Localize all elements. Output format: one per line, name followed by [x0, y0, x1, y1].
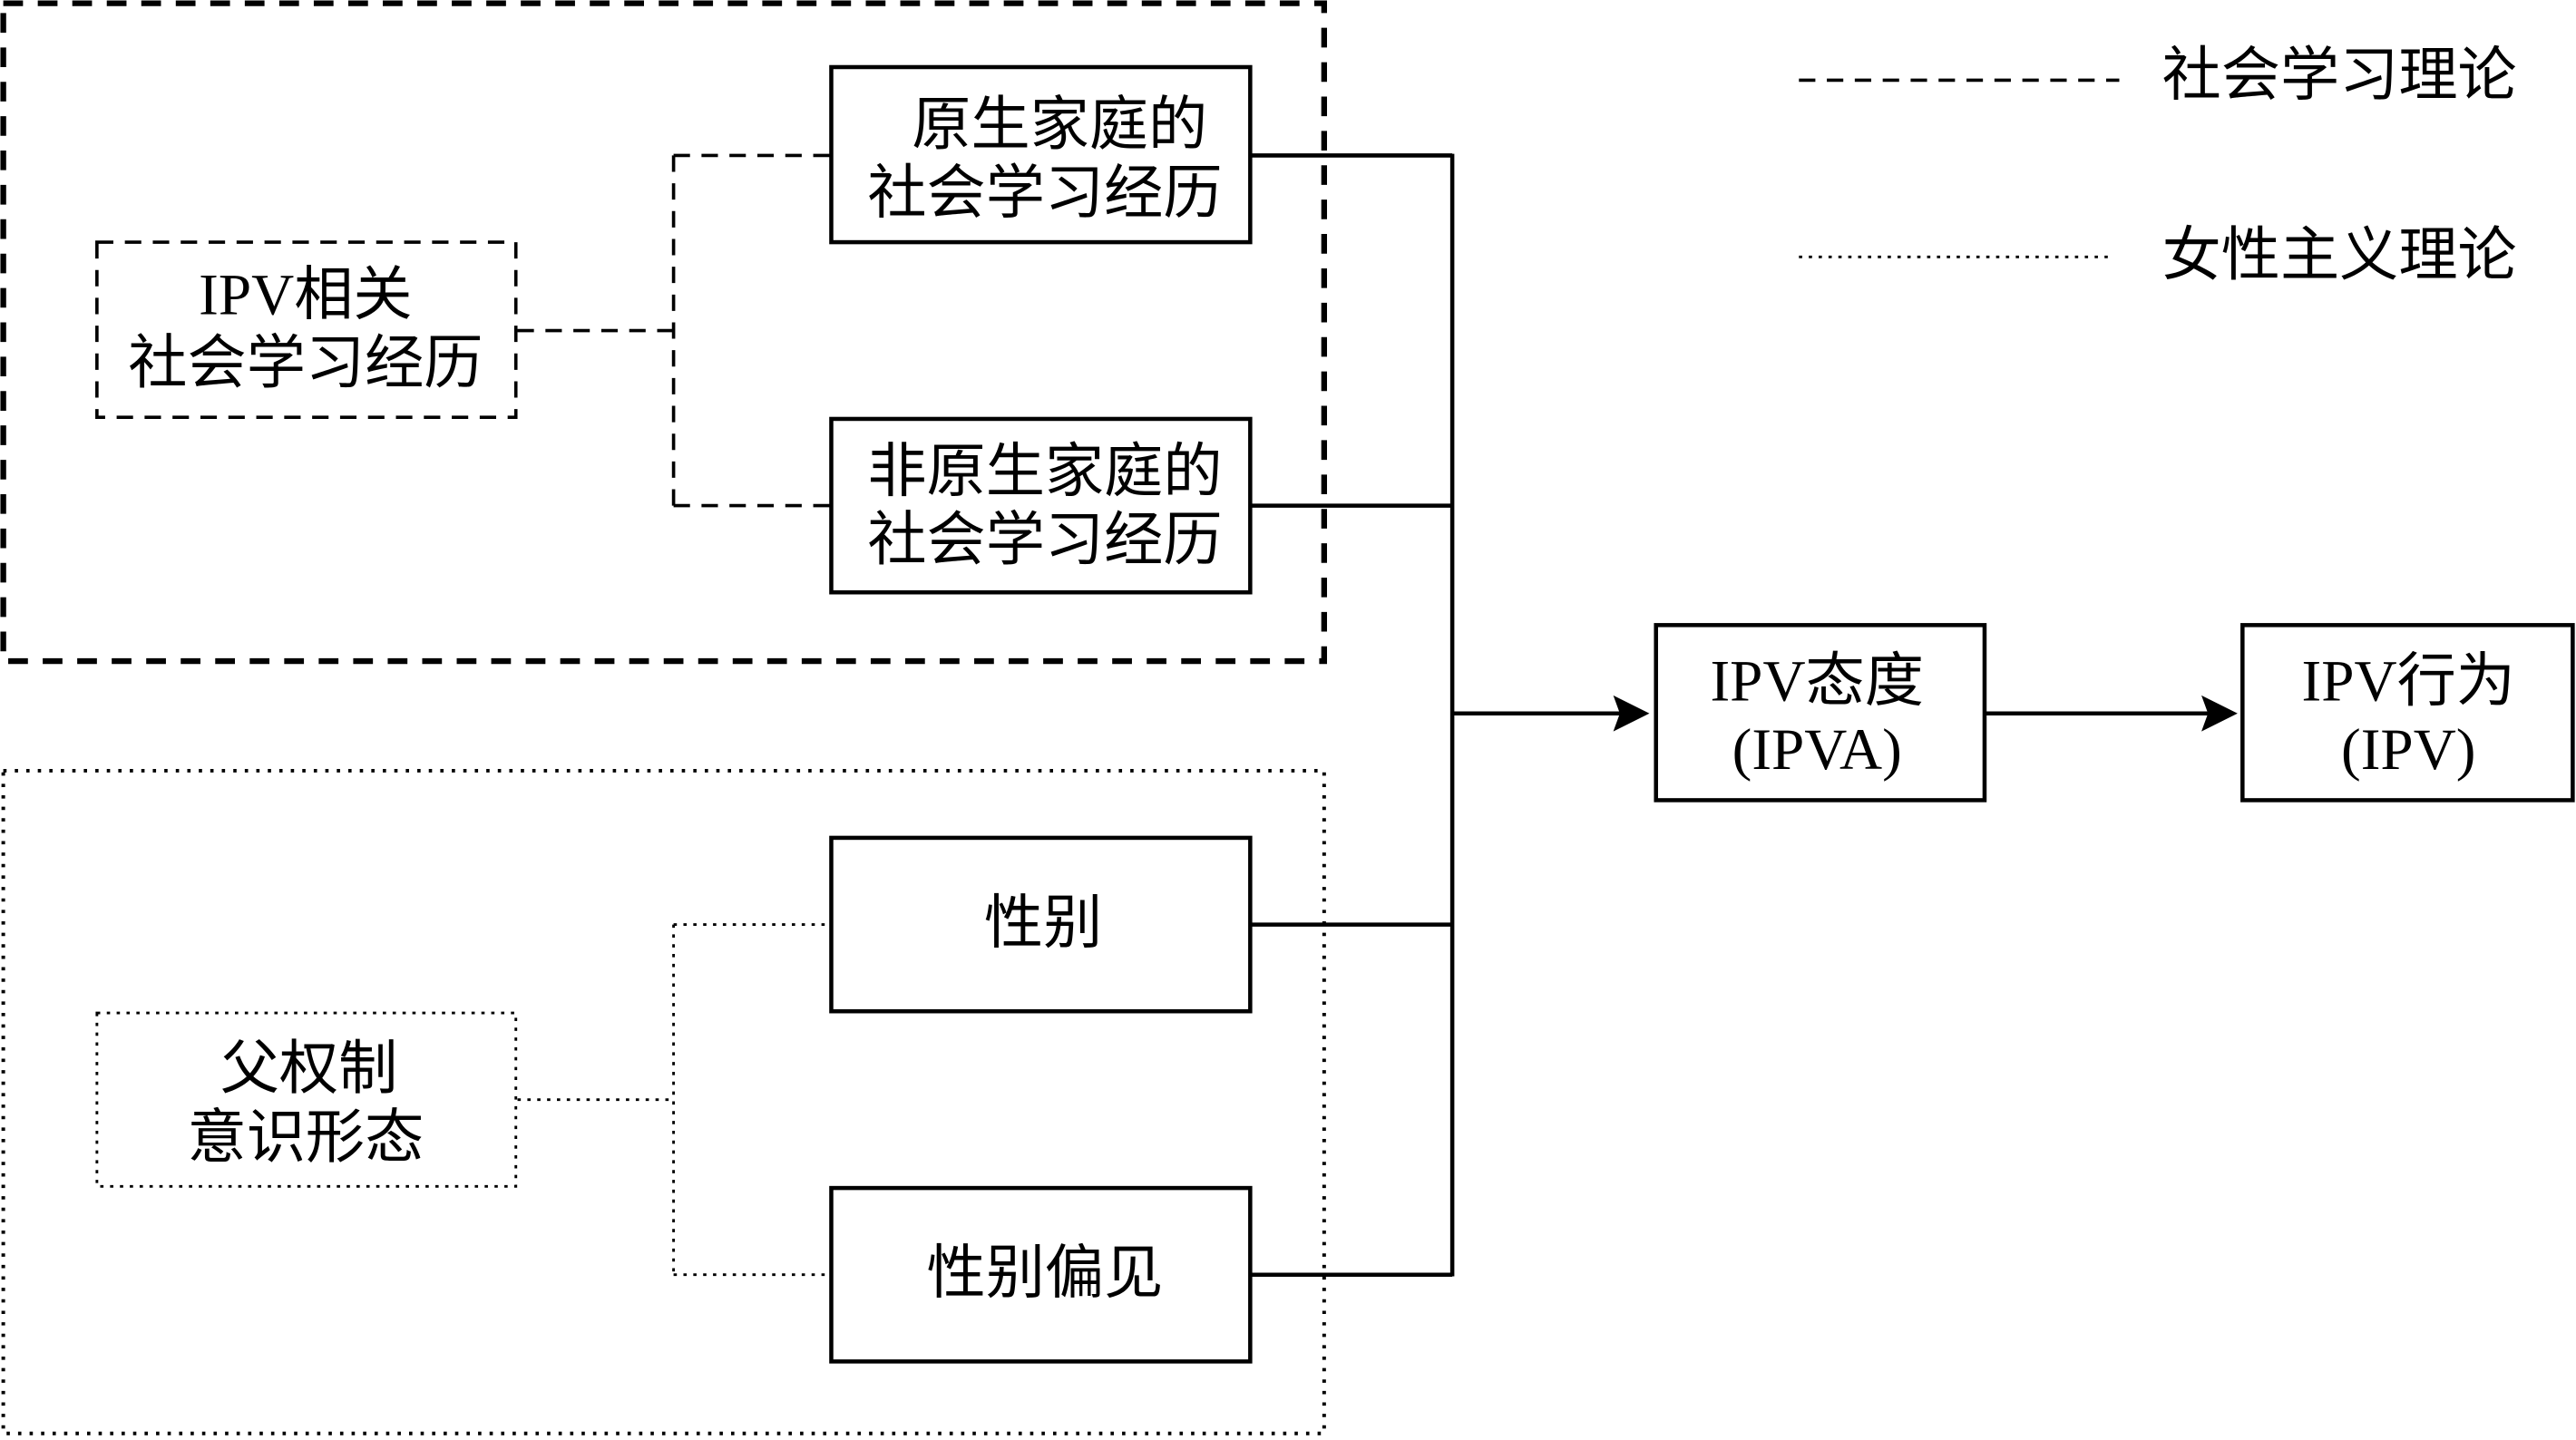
gender-bias-box — [829, 1185, 1253, 1364]
gender-label: 性别 — [984, 891, 1102, 957]
legend-social-learning: 社会学习理论 — [2162, 44, 2517, 109]
ipva-line1: IPV态度 — [1710, 648, 1923, 714]
ipv-line1: IPV行为 — [2302, 648, 2515, 714]
ipv-social-line2: 社会学习经历 — [128, 331, 483, 396]
family-origin-line2: 社会学习经历 — [867, 161, 1222, 227]
non-family-line2: 社会学习经历 — [867, 508, 1222, 573]
non-family-box — [829, 416, 1253, 595]
arrowhead-icon — [2201, 695, 2238, 732]
family-origin-line1: 原生家庭的 — [912, 92, 1207, 158]
gender-bias-label: 性别偏见 — [927, 1241, 1164, 1307]
non-family-line1: 非原生家庭的 — [867, 439, 1222, 504]
ipv-box — [2240, 623, 2575, 803]
patriarchy-line2: 意识形态 — [187, 1105, 424, 1171]
ipva-box — [1654, 623, 1987, 803]
arrowhead-icon — [1613, 695, 1650, 732]
ipv-social-box — [95, 240, 518, 419]
gender-box — [829, 835, 1253, 1014]
social-learning-group — [0, 0, 1328, 665]
patriarchy-box — [95, 1011, 518, 1188]
feminist-group — [1, 768, 1326, 1435]
ipva-line2: (IPVA) — [1732, 717, 1902, 783]
ipv-line2: (IPV) — [2341, 717, 2475, 783]
ipv-social-line1: IPV相关 — [199, 263, 412, 328]
patriarchy-line1: 父权制 — [220, 1036, 398, 1102]
legend-feminist: 女性主义理论 — [2162, 223, 2517, 288]
family-origin-box — [829, 64, 1253, 245]
